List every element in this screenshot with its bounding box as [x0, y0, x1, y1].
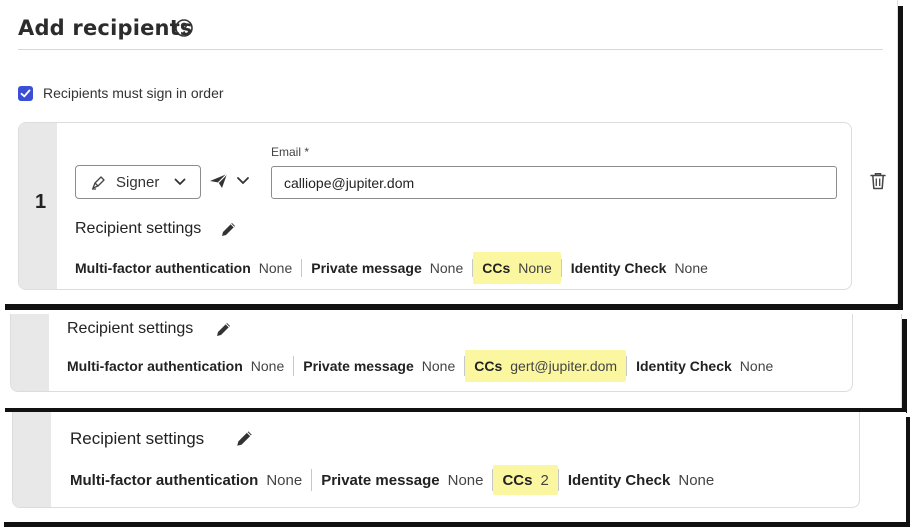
recipient-settings-title: Recipient settings [75, 220, 202, 237]
divider [311, 469, 313, 491]
setting-key: Multi-factor authentication [75, 260, 251, 276]
setting-value: None [266, 471, 303, 489]
setting-key: CCs [482, 260, 511, 276]
email-field[interactable] [271, 166, 837, 199]
trash-icon[interactable] [868, 171, 888, 191]
recipient-number-column [11, 314, 49, 391]
setting-value: None [518, 260, 552, 276]
setting-key: Identity Check [570, 260, 667, 276]
email-label: Email * [271, 145, 310, 159]
identity-check-setting: Identity Check None [559, 465, 723, 495]
mfa-setting: Multi-factor authentication None [67, 350, 293, 382]
ccs-setting: CCs 2 [493, 465, 558, 495]
divider [464, 356, 466, 376]
setting-key: CCs [502, 471, 533, 489]
ccs-setting: CCs gert@jupiter.dom [465, 350, 627, 382]
question-circle-icon[interactable] [174, 18, 194, 38]
setting-key: Multi-factor authentication [67, 358, 243, 374]
setting-value: None [447, 471, 484, 489]
divider [301, 259, 303, 277]
divider [492, 469, 494, 491]
identity-check-setting: Identity Check None [627, 350, 782, 382]
private-message-setting: Private message None [294, 350, 464, 382]
setting-key: CCs [474, 358, 503, 374]
recipient-card-3: Recipient settings Multi-factor authenti… [12, 412, 860, 508]
signature-pen-icon [92, 176, 105, 190]
chevron-down-icon [237, 177, 249, 184]
pencil-icon[interactable] [215, 320, 233, 338]
ccs-setting: CCs None [473, 252, 561, 284]
recipient-settings-title: Recipient settings [70, 429, 205, 448]
chevron-down-icon [174, 178, 186, 185]
sign-in-order-checkbox[interactable] [18, 85, 33, 101]
setting-key: Multi-factor authentication [70, 471, 259, 489]
role-dropdown[interactable]: Signer [75, 165, 201, 199]
recipient-settings-row: Multi-factor authentication None Private… [75, 252, 717, 284]
private-message-setting: Private message None [312, 465, 492, 495]
setting-key: Identity Check [567, 471, 671, 489]
add-recipients-panel: Add recipients Recipients must sign in o… [18, 0, 898, 304]
setting-value: None [429, 260, 464, 276]
recipient-card-2: Recipient settings Multi-factor authenti… [10, 314, 853, 392]
recipient-settings-row: Multi-factor authentication None Private… [70, 465, 723, 495]
page-title: Add recipients [18, 16, 193, 40]
setting-value: None [674, 260, 708, 276]
setting-value: None [421, 358, 456, 374]
setting-value: None [258, 260, 293, 276]
divider [560, 259, 562, 277]
setting-value: gert@jupiter.dom [510, 358, 618, 374]
setting-value: 2 [540, 471, 549, 489]
divider [626, 356, 628, 376]
mfa-setting: Multi-factor authentication None [70, 465, 311, 495]
paper-plane-icon [210, 173, 228, 188]
pencil-icon[interactable] [235, 428, 255, 448]
check-icon [20, 89, 31, 97]
recipient-settings-row: Multi-factor authentication None Private… [67, 350, 782, 382]
setting-value: None [250, 358, 285, 374]
private-message-setting: Private message None [302, 252, 472, 284]
recipient-number-column [19, 123, 57, 289]
setting-value: None [678, 471, 715, 489]
divider [293, 356, 295, 376]
pencil-icon[interactable] [220, 220, 238, 238]
identity-check-setting: Identity Check None [562, 252, 717, 284]
recipient-card-1: 1 Signer Email * Recipient settings [18, 122, 852, 290]
role-label: Signer [116, 173, 160, 191]
setting-key: Identity Check [636, 358, 732, 374]
sign-in-order-label: Recipients must sign in order [43, 85, 224, 101]
recipient-number: 1 [35, 191, 47, 213]
header-divider [18, 49, 883, 50]
recipient-settings-ccs-email-panel: Recipient settings Multi-factor authenti… [0, 314, 902, 408]
recipient-number-column [13, 412, 51, 507]
setting-value: None [739, 358, 774, 374]
recipient-settings-title: Recipient settings [67, 320, 194, 337]
setting-key: Private message [303, 358, 414, 374]
setting-key: Private message [321, 471, 440, 489]
delivery-method-dropdown[interactable] [209, 173, 251, 189]
setting-key: Private message [311, 260, 422, 276]
mfa-setting: Multi-factor authentication None [75, 252, 301, 284]
divider [557, 469, 559, 491]
divider [472, 259, 474, 277]
sign-in-order-option[interactable]: Recipients must sign in order [18, 84, 224, 102]
recipient-settings-ccs-count-panel: Recipient settings Multi-factor authenti… [0, 412, 906, 522]
